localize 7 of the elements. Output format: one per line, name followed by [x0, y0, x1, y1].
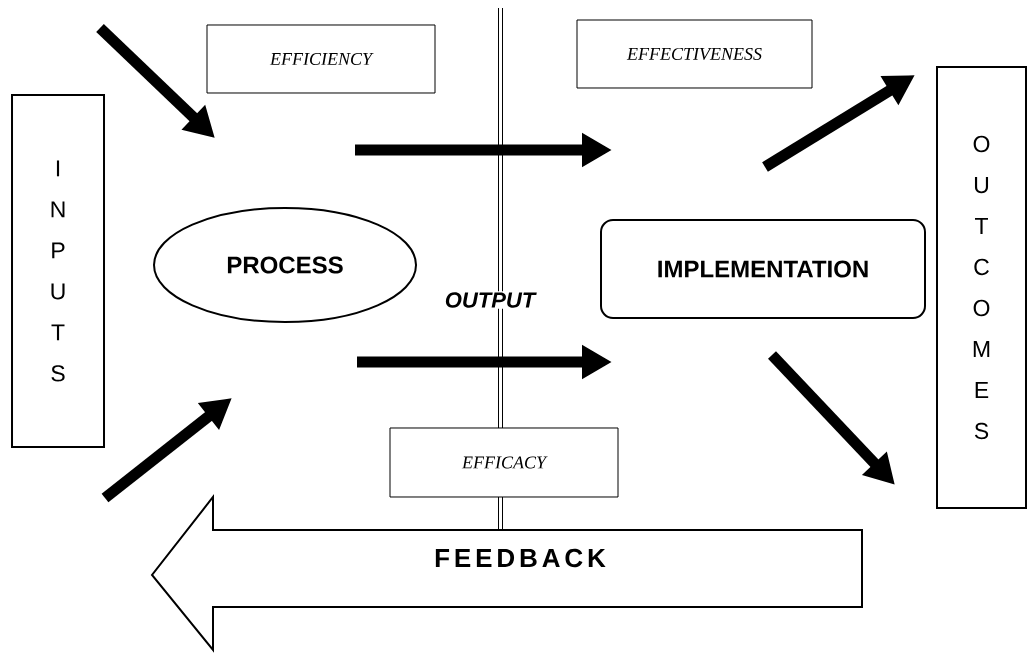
label-box: EFFICIENCY: [206, 24, 436, 94]
label-box: EFFECTIVENESS: [576, 19, 813, 89]
inputs-box: INPUTS: [11, 94, 105, 448]
output-label: OUTPUT: [443, 291, 537, 309]
outcomes-box: OUTCOMES: [936, 66, 1027, 509]
label-box: EFFICACY: [389, 427, 619, 498]
implementation-box: IMPLEMENTATION: [600, 219, 926, 319]
